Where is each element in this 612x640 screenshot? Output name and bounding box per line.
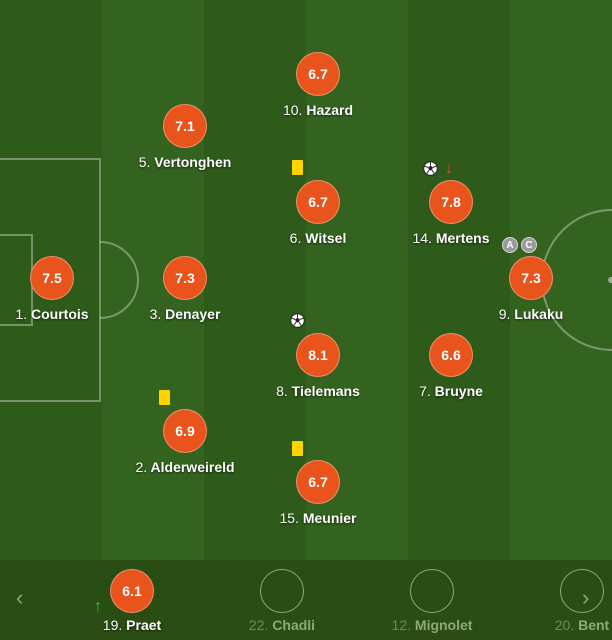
substitution-in-arrow-icon: ↑ [94, 598, 102, 615]
assist-badge: A [502, 237, 518, 253]
bench-player-mignolet[interactable]: 12. Mignolet [362, 569, 502, 635]
player-name: 22. Chadli [248, 617, 316, 633]
player-name: 20. Bent [554, 617, 610, 633]
player-bruyne[interactable]: 6.6 7. Bruyne [391, 333, 511, 405]
chevron-left-icon[interactable]: ‹ [16, 585, 24, 610]
player-witsel[interactable]: 6.7 6. Witsel [258, 180, 378, 252]
player-name: 10. Hazard [282, 102, 354, 118]
player-name: 8. Tielemans [276, 383, 360, 399]
player-rating: 6.6 [429, 333, 473, 377]
player-name: 7. Bruyne [419, 383, 483, 399]
penalty-area [0, 158, 101, 402]
player-rating: 6.1 [110, 569, 154, 613]
player-alderweireld[interactable]: 6.9 2. Alderweireld [125, 409, 245, 481]
substitution-out-arrow-icon: ↓ [445, 160, 453, 177]
bench-bar [0, 560, 612, 640]
player-rating: 8.1 [296, 333, 340, 377]
player-tielemans[interactable]: 8.1 8. Tielemans [258, 333, 378, 405]
player-name: 15. Meunier [279, 510, 357, 526]
player-name: 14. Mertens [412, 230, 490, 246]
player-name: 5. Vertonghen [138, 154, 232, 170]
pitch-stripe [408, 0, 510, 560]
yellow-card-icon [292, 160, 303, 175]
player-rating: 7.3 [509, 256, 553, 300]
empty-rating-circle [260, 569, 304, 613]
soccer-ball-icon [423, 161, 438, 176]
player-denayer[interactable]: 7.3 3. Denayer [125, 256, 245, 328]
player-mertens[interactable]: 7.8 14. Mertens [391, 180, 511, 252]
yellow-card-icon [159, 390, 170, 405]
player-name: 19. Praet [102, 617, 162, 633]
empty-rating-circle [560, 569, 604, 613]
empty-rating-circle [410, 569, 454, 613]
player-name: 1. Courtois [15, 306, 89, 322]
yellow-card-icon [292, 441, 303, 456]
player-courtois[interactable]: 7.5 1. Courtois [0, 256, 112, 328]
player-meunier[interactable]: 6.7 15. Meunier [258, 460, 378, 532]
player-rating: 7.5 [30, 256, 74, 300]
captain-badge: C [521, 237, 537, 253]
bench-player-chadli[interactable]: 22. Chadli [212, 569, 352, 635]
player-rating: 6.7 [296, 52, 340, 96]
pitch-stripe [204, 0, 306, 560]
center-spot [608, 277, 612, 283]
player-rating: 7.3 [163, 256, 207, 300]
player-lukaku[interactable]: 7.3 9. Lukaku [471, 256, 591, 328]
bench-player-praet[interactable]: 6.1 ↑ 19. Praet [62, 569, 202, 635]
soccer-ball-icon [290, 313, 305, 328]
bench-player-bent[interactable]: 20. Bent [512, 569, 612, 635]
player-rating: 7.1 [163, 104, 207, 148]
player-rating: 6.9 [163, 409, 207, 453]
player-name: 6. Witsel [289, 230, 347, 246]
player-name: 3. Denayer [149, 306, 221, 322]
player-hazard[interactable]: 6.7 10. Hazard [258, 52, 378, 124]
player-rating: 6.7 [296, 460, 340, 504]
penalty-arc [99, 241, 139, 319]
player-name: 12. Mignolet [391, 617, 473, 633]
player-vertonghen[interactable]: 7.1 5. Vertonghen [125, 104, 245, 176]
player-rating: 6.7 [296, 180, 340, 224]
player-rating: 7.8 [429, 180, 473, 224]
player-name: 2. Alderweireld [135, 459, 235, 475]
player-name: 9. Lukaku [498, 306, 564, 322]
pitch: 6.7 10. Hazard 7.1 5. Vertonghen 6.7 6. … [0, 0, 612, 560]
